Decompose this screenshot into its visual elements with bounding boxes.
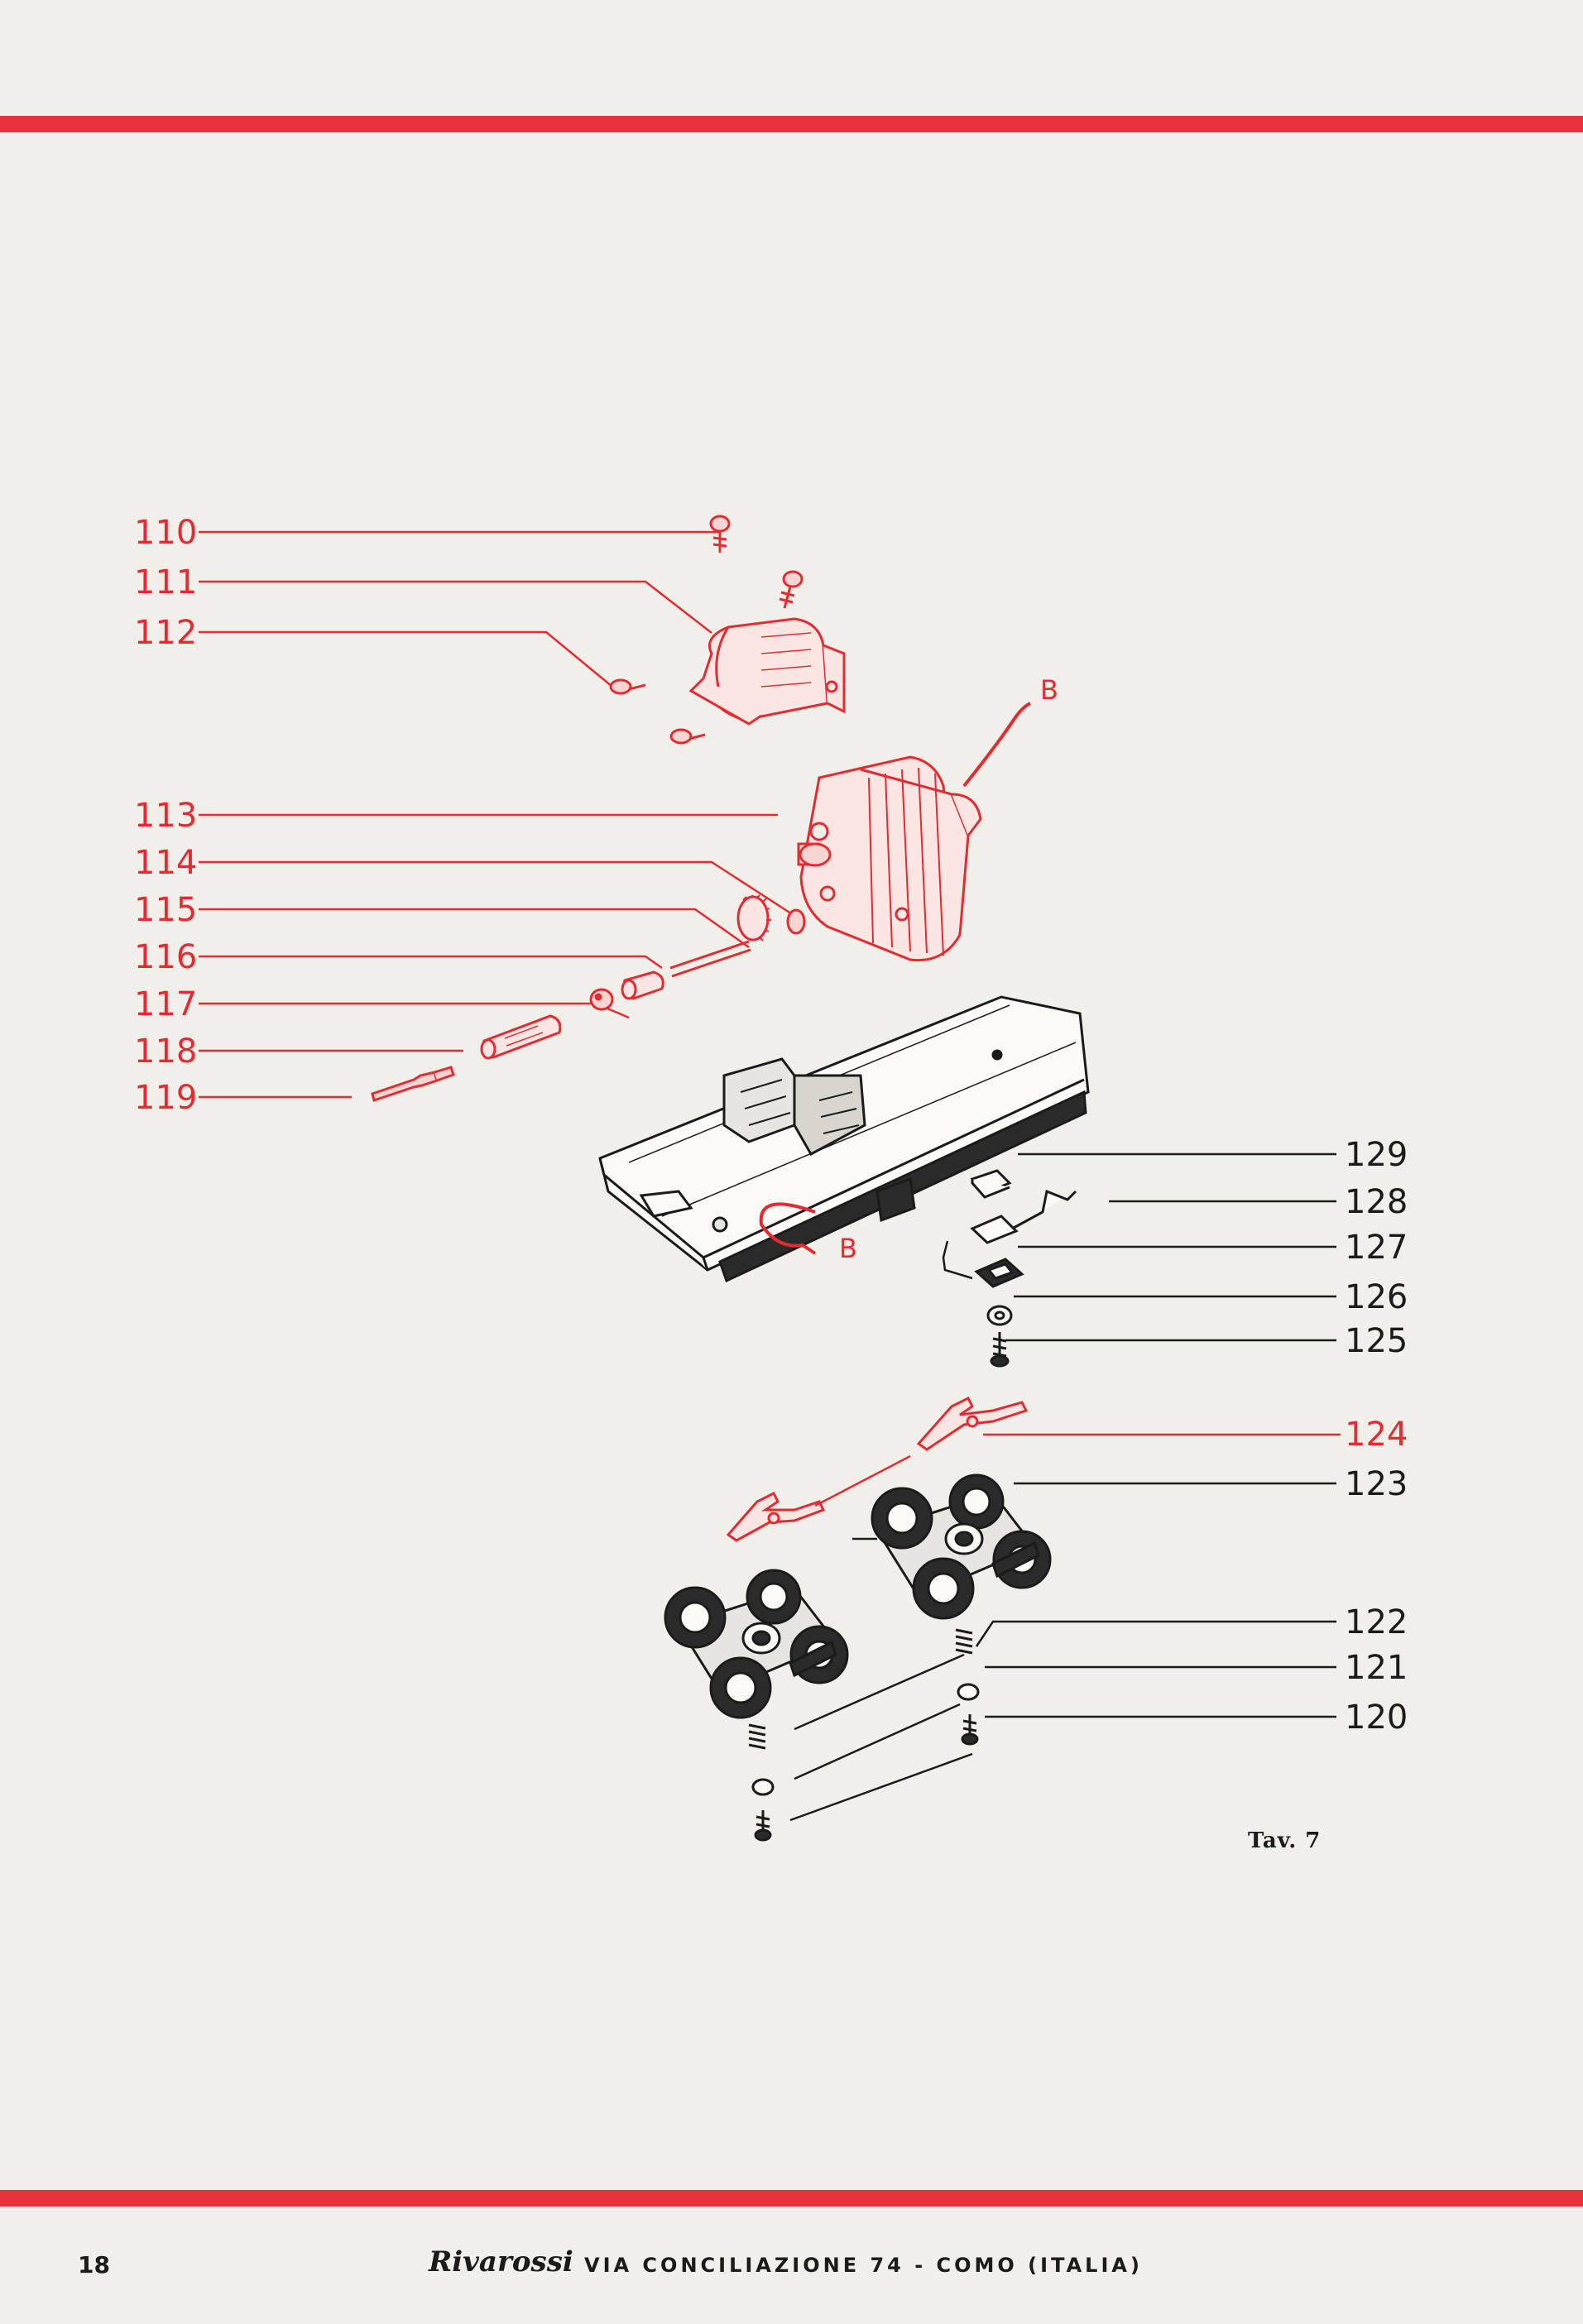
- callout-117: 117: [134, 985, 198, 1023]
- gear-114-icon: [736, 894, 771, 942]
- bottom-red-rule: [0, 2190, 1583, 2207]
- callout-123: 123: [1345, 1465, 1408, 1503]
- top-red-rule: [0, 116, 1583, 132]
- screw-120-icon: [961, 1714, 979, 1746]
- callout-128: 128: [1345, 1183, 1408, 1221]
- coupler-124b-icon: [726, 1491, 826, 1542]
- page-number: 18: [78, 2251, 110, 2278]
- callout-122: 122: [1345, 1603, 1408, 1641]
- bushing-116-icon: [621, 970, 664, 1000]
- callout-113: 113: [134, 797, 198, 835]
- washer-121-icon: [957, 1683, 980, 1701]
- screw-112a-icon: [609, 678, 646, 695]
- spring-122b-icon: [748, 1723, 766, 1750]
- callout-124: 124: [1345, 1416, 1408, 1454]
- callout-125: 125: [1345, 1322, 1408, 1360]
- shaft-115-icon: [669, 940, 751, 978]
- wire-b-chassis-icon: [759, 1202, 817, 1255]
- chassis-129-icon: [598, 995, 1090, 1283]
- screw-111-icon: [779, 570, 803, 609]
- washer-121b-icon: [751, 1778, 775, 1796]
- wire-b-top-icon: [962, 702, 1031, 788]
- wire-label-top: B: [1040, 674, 1058, 706]
- red-leader-lines: [199, 530, 1341, 1436]
- plate-label: Tav. 7: [1248, 1828, 1322, 1853]
- screw-112b-icon: [669, 728, 706, 745]
- motor-113-icon: [797, 755, 982, 962]
- bogie-123b-icon: [664, 1569, 849, 1719]
- contact-spring-127-icon: [970, 1189, 1077, 1244]
- pin-119-icon: [371, 1066, 455, 1102]
- screw-125-icon: [990, 1332, 1010, 1368]
- coupler-124a-icon: [916, 1396, 1029, 1451]
- screw-120b-icon: [754, 1810, 772, 1842]
- callout-115: 115: [134, 891, 198, 929]
- spring-122-icon: [955, 1628, 973, 1655]
- callout-116: 116: [134, 938, 198, 976]
- footer-address: VIA CONCILIAZIONE 74 - COMO (ITALIA): [584, 2254, 1143, 2277]
- brand-logo: Rivarossi: [429, 2245, 573, 2278]
- callout-126: 126: [1345, 1278, 1408, 1316]
- wire-label-bottom: B: [839, 1233, 857, 1264]
- ball-117-icon: [589, 988, 614, 1011]
- callout-119: 119: [134, 1079, 198, 1117]
- callout-129: 129: [1345, 1136, 1408, 1174]
- black-leader-lines: [789, 1152, 1336, 1822]
- callout-110: 110: [134, 514, 198, 552]
- motor-cover-112-icon: [688, 617, 846, 726]
- callout-127: 127: [1345, 1229, 1408, 1267]
- callout-112: 112: [134, 614, 198, 652]
- bogie-123-icon: [871, 1473, 1052, 1620]
- callout-120: 120: [1345, 1699, 1408, 1737]
- contact-plate-128-icon: [970, 1169, 1012, 1199]
- callout-114: 114: [134, 844, 198, 882]
- washer-114-icon: [786, 908, 806, 935]
- callout-121: 121: [1345, 1649, 1408, 1687]
- washer-126-icon: [986, 1305, 1013, 1326]
- insulator-126-icon: [974, 1258, 1024, 1288]
- callout-111: 111: [134, 563, 198, 601]
- screw-110-icon: [709, 515, 731, 553]
- callout-118: 118: [134, 1033, 198, 1071]
- sleeve-118-icon: [480, 1014, 562, 1060]
